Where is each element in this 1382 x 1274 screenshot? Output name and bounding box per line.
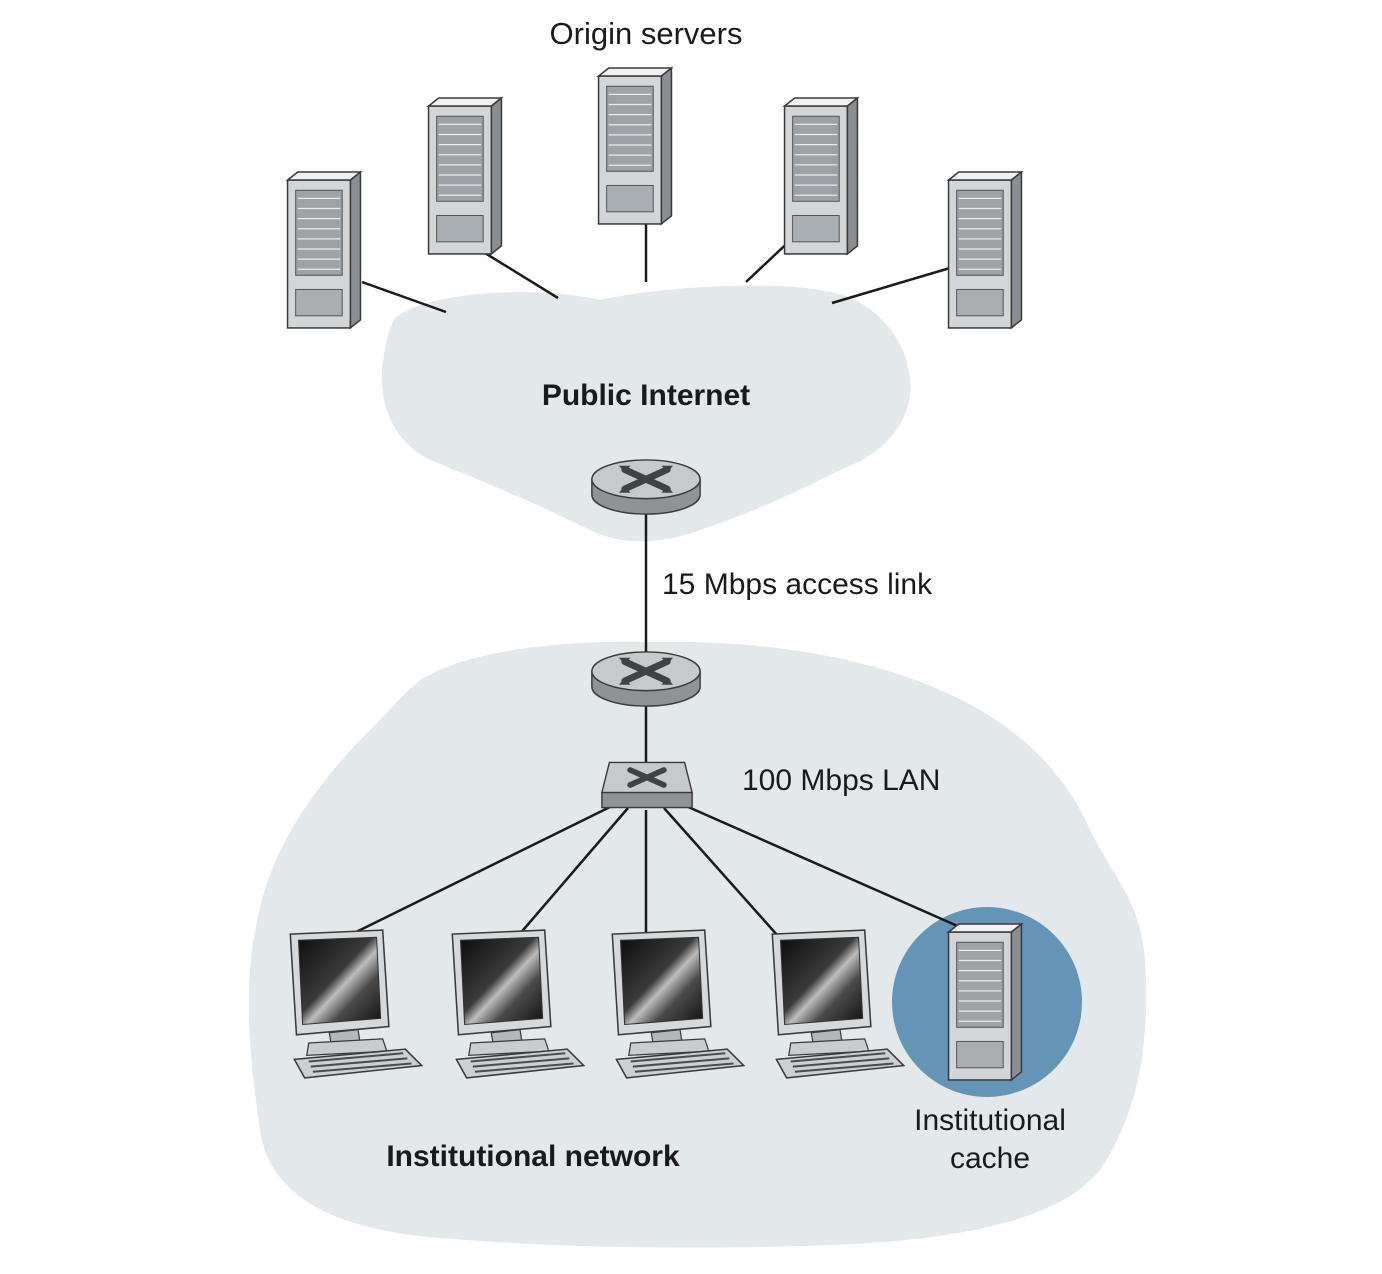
institutional-cache-label-line1: Institutional	[914, 1104, 1066, 1137]
lan-label: 100 Mbps LAN	[742, 764, 940, 797]
lan-links	[347, 804, 963, 938]
institutional-cache-label-line2: cache	[950, 1142, 1030, 1175]
lan-switch-icon	[602, 762, 692, 807]
origin-server-icon	[597, 67, 673, 225]
access-link-label: 15 Mbps access link	[662, 568, 933, 601]
internet-router-icon	[592, 460, 700, 514]
public-internet-cloud	[381, 285, 911, 542]
origin-server-icon	[783, 97, 859, 255]
public-internet-label: Public Internet	[542, 379, 750, 412]
cache-server-icon	[947, 923, 1023, 1081]
origin-server-icon	[947, 171, 1023, 329]
origin-servers-label: Origin servers	[550, 16, 743, 51]
origin-server-links	[361, 222, 951, 314]
origin-server-icon	[427, 97, 503, 255]
institutional-network-label: Institutional network	[386, 1140, 680, 1173]
institutional-router-icon	[592, 652, 700, 706]
origin-server-icon	[286, 171, 362, 329]
